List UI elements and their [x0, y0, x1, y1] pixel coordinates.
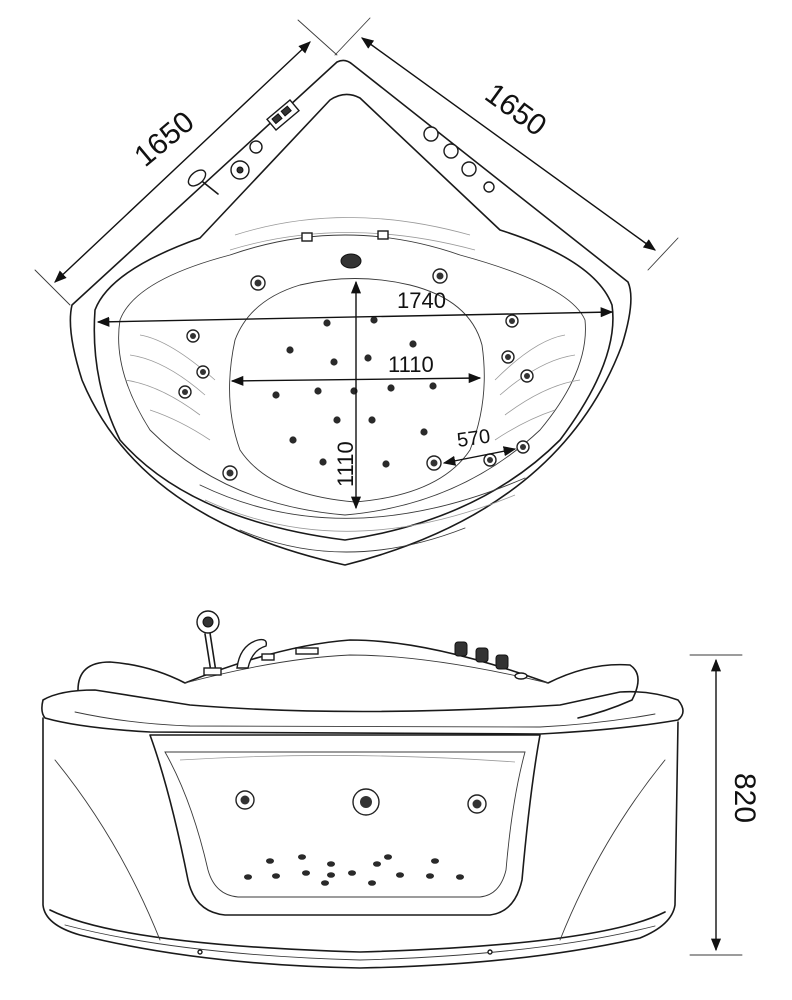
front-window-frame — [149, 734, 541, 916]
dim-label-top-right: 1650 — [479, 77, 552, 143]
front-right-curve — [559, 759, 666, 941]
front-back-shell — [77, 639, 639, 719]
dim-label-inner-depth: 1110 — [333, 441, 358, 487]
dim-label-overall-width: 1740 — [397, 288, 446, 313]
top-skirt-3 — [204, 494, 516, 532]
dim-height: 820 — [689, 654, 761, 956]
front-window-jets — [235, 788, 487, 816]
top-knob-1 — [423, 126, 439, 142]
top-knob-3 — [461, 161, 477, 177]
front-foot-2 — [487, 949, 493, 955]
front-panel-button-2 — [295, 647, 319, 655]
top-knob-4 — [483, 181, 495, 193]
front-back-inner — [184, 654, 549, 684]
top-slot-left — [301, 232, 313, 242]
dim-seat-spacing: 570 — [442, 426, 517, 466]
front-spout — [236, 638, 268, 669]
front-view: 820 — [41, 610, 761, 969]
front-left-curve — [54, 759, 161, 941]
dim-label-inner-width: 1110 — [388, 352, 434, 377]
front-panel-button-1 — [261, 653, 275, 661]
front-window-reflection — [179, 755, 516, 763]
front-window-inner — [164, 751, 526, 898]
top-view: 1650 1650 1740 1110 1110 570 — [34, 17, 679, 566]
front-base — [49, 909, 666, 953]
front-rim-inner — [74, 711, 656, 728]
top-back-rest — [229, 217, 476, 251]
front-floor-jets — [244, 854, 464, 886]
top-drain — [340, 253, 362, 269]
top-control-panel — [266, 99, 300, 131]
top-diverter — [249, 140, 263, 154]
top-inner-basin — [229, 278, 485, 503]
front-knobs — [454, 641, 528, 680]
dim-label-height: 820 — [728, 773, 761, 823]
top-skirt-2 — [239, 527, 466, 553]
top-skirt-1 — [199, 477, 526, 519]
top-knob-2 — [443, 143, 459, 159]
front-foot-1 — [197, 949, 203, 955]
front-body — [42, 717, 679, 969]
front-top-rim — [41, 689, 684, 735]
front-hand-shower — [196, 610, 222, 676]
top-slot-right — [377, 230, 389, 240]
dim-label-seat-spacing: 570 — [456, 426, 492, 452]
dim-top-left-side: 1650 — [34, 19, 338, 306]
dim-overall-width: 1740 — [96, 288, 614, 327]
top-right-armrest — [494, 334, 581, 441]
front-base-line — [64, 924, 656, 961]
top-left-armrest — [124, 334, 216, 441]
top-outer-shell — [69, 59, 632, 566]
top-hand-shower — [187, 169, 219, 195]
dim-inner-depth: 1110 — [333, 280, 362, 510]
top-rim — [93, 93, 614, 541]
dim-label-top-left: 1650 — [128, 105, 200, 173]
top-faucet-core — [236, 166, 244, 174]
